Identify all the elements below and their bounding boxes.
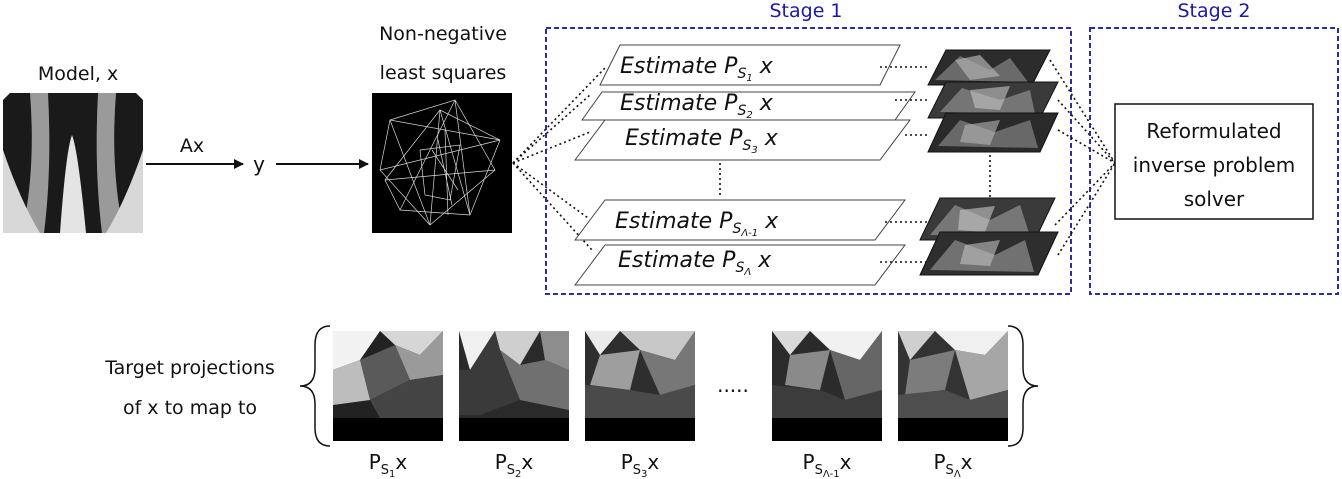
estimate-text-5: Estimate PSΛ x [618,248,772,278]
target-subsub: 1 [389,469,395,479]
stage2-title: Stage 2 [1177,0,1250,22]
target-projection-2 [459,331,569,441]
target-suffix: x [647,450,659,474]
nnls-image [372,93,512,233]
estimate-sub: S [742,138,751,154]
estimate-text-1: Estimate PS1 x [620,54,774,84]
estimate-prefix: Estimate P [625,126,743,151]
estimate-subsub: 3 [751,145,757,156]
estimate-prefix: Estimate P [615,209,733,234]
targets-caption-line1: Target projections [104,357,275,379]
target-subsub: Λ-1 [823,469,840,479]
target-subsub: 3 [641,469,647,479]
estimate-suffix: x [753,54,774,79]
estimate-prefix: Estimate P [618,248,736,273]
target-sub: S [507,463,515,478]
target-main: P [933,450,945,474]
target-label-3: PS3x [621,450,660,479]
left-brace [299,325,331,447]
target-sub: S [946,463,954,478]
estimate-sub: S [735,260,744,276]
estimate-sub: S [737,103,746,119]
estimate-prefix: Estimate P [620,91,738,116]
target-suffix: x [961,450,973,474]
estimate-plane-5 [574,244,906,286]
estimate-layer-stack-bottom [919,197,1059,276]
stage1-box [545,27,1072,295]
target-projection-1 [333,331,443,441]
target-label-5: PSΛx [933,450,972,479]
target-sub: S [381,463,389,478]
nnls-label-line1: Non-negative [379,23,507,45]
estimate-subsub: Λ [743,267,751,278]
estimate-text-2: Estimate PS2 x [620,91,774,121]
target-sub: S [815,463,823,478]
estimate-layer-stack-top [927,49,1059,153]
estimate-plane-1 [599,44,901,86]
estimate-plane-3 [574,119,911,161]
target-subsub: 2 [515,469,521,479]
stage2-box [1089,27,1339,295]
target-subsub: Λ [954,469,961,479]
model-image [3,93,143,233]
solver-box [1114,103,1314,220]
target-main: P [803,450,815,474]
nnls-label-line2: least squares [380,62,507,84]
estimate-subsub: 2 [746,110,752,121]
estimate-subsub: 1 [746,73,752,84]
solver-line2: inverse problem [1133,153,1295,177]
estimate-suffix: x [751,248,772,273]
measurement-label: y [253,152,265,176]
target-suffix: x [840,450,852,474]
estimate-plane-4 [574,199,906,241]
estimate-sub: S [737,66,746,82]
targets-ellipsis: ..... [717,373,749,397]
target-projection-4 [772,331,882,441]
target-label-2: PS2x [495,450,534,479]
stage1-title: Stage 1 [769,0,842,22]
target-main: P [495,450,507,474]
target-main: P [621,450,633,474]
target-suffix: x [395,450,407,474]
target-projection-5 [898,331,1008,441]
estimate-suffix: x [758,209,779,234]
target-label-1: PS1x [369,450,408,479]
target-main: P [369,450,381,474]
operator-label: Ax [180,135,204,157]
target-sub: S [633,463,641,478]
targets-caption-line2: of x to map to [123,397,257,419]
estimate-suffix: x [753,91,774,116]
target-projection-3 [585,331,695,441]
solver-line3: solver [1184,187,1245,211]
estimate-prefix: Estimate P [620,54,738,79]
estimate-sub: S [732,221,741,237]
plane-to-layer-connectors [880,66,930,263]
right-brace [1007,325,1039,447]
solver-line1: Reformulated [1146,119,1281,143]
estimate-text-4: Estimate PSΛ-1 x [615,209,779,239]
target-label-4: PSΛ-1x [803,450,852,479]
estimate-subsub: Λ-1 [740,228,758,239]
stage2-fanin [1049,59,1116,256]
estimate-text-3: Estimate PS3 x [625,126,779,156]
estimate-suffix: x [758,126,779,151]
model-label: Model, x [38,63,118,85]
target-suffix: x [521,450,533,474]
nnls-fanout [512,67,606,251]
